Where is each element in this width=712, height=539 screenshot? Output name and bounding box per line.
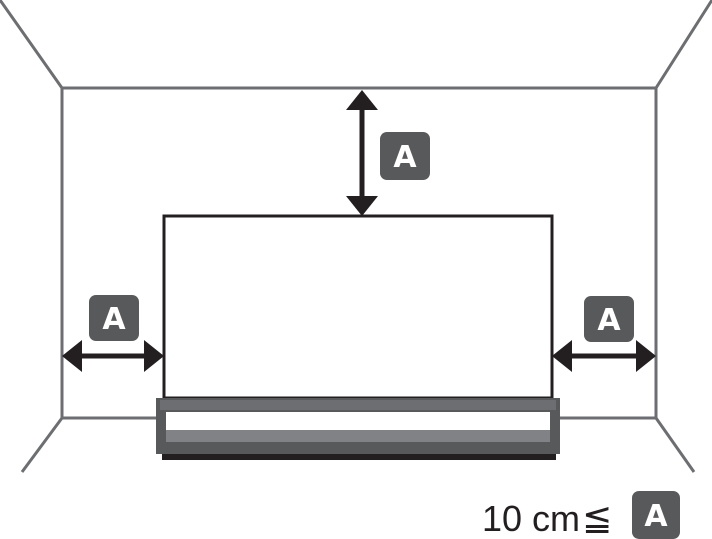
floor-left-edge bbox=[20, 417, 64, 473]
clearance-badge-right: A bbox=[584, 296, 634, 342]
stand-opening bbox=[166, 412, 550, 430]
tv-stand bbox=[156, 398, 560, 460]
clearance-badge-right-label: A bbox=[597, 303, 621, 338]
clearance-badge-top-label: A bbox=[393, 140, 417, 175]
tv-screen bbox=[162, 214, 554, 400]
left-clearance-arrow bbox=[62, 340, 164, 372]
right-clearance-arrow bbox=[552, 340, 656, 372]
top-clearance-arrow bbox=[346, 90, 378, 216]
legend-badge-label: A bbox=[644, 499, 668, 534]
legend-less-equal-symbol: ≦ bbox=[582, 498, 612, 539]
clearance-badge-left: A bbox=[89, 295, 139, 341]
stand-top-highlight bbox=[160, 400, 556, 410]
ceiling-right-edge bbox=[654, 0, 712, 89]
stand-shelf bbox=[166, 430, 550, 442]
ceiling-left-edge bbox=[0, 0, 64, 89]
clearance-badge-left-label: A bbox=[102, 302, 126, 337]
floor-right-edge bbox=[654, 417, 696, 473]
clearance-legend: 10 cm ≦ A bbox=[482, 491, 680, 539]
clearance-badge-top: A bbox=[380, 132, 430, 180]
legend-value: 10 cm bbox=[482, 498, 580, 539]
legend-badge bbox=[632, 491, 680, 539]
stand-base-shadow bbox=[162, 452, 556, 460]
